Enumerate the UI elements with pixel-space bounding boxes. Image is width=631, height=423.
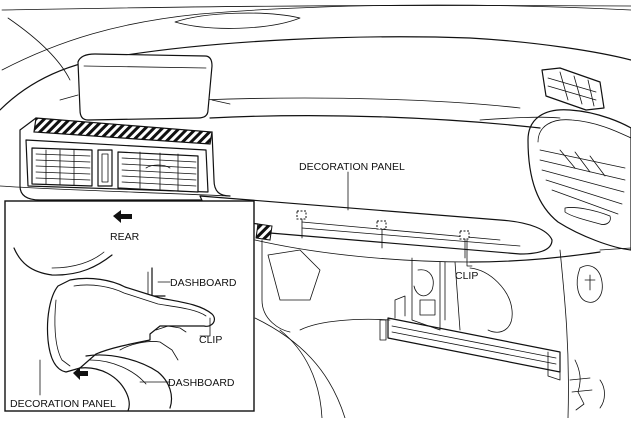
detail-inset: REAR DASHBOARD CLIP DASHBOARD DECORATION… (4, 200, 255, 412)
decoration-panel-detail-label: DECORATION PANEL (10, 398, 116, 410)
center-vent-assembly (19, 117, 231, 201)
dashboard-body (0, 4, 631, 419)
dashboard-upper-label: DASHBOARD (170, 277, 237, 289)
right-side-vent (527, 109, 631, 251)
clip-detail-label: CLIP (199, 334, 222, 346)
dashboard-lower-label: DASHBOARD (168, 377, 235, 389)
main-leaders (347, 171, 473, 267)
clip-direction-arrow-icon (73, 367, 88, 380)
clip-marker-1 (296, 210, 307, 220)
corner-vent (541, 67, 605, 111)
decoration-panel-label: DECORATION PANEL (299, 161, 405, 173)
clip-label: CLIP (455, 270, 478, 282)
clip-marker-3 (459, 230, 470, 240)
clip-markers (296, 210, 470, 259)
rear-arrow-icon (113, 210, 132, 223)
clip-marker-2 (376, 220, 387, 230)
rear-label: REAR (110, 231, 140, 243)
center-display (59, 53, 231, 121)
